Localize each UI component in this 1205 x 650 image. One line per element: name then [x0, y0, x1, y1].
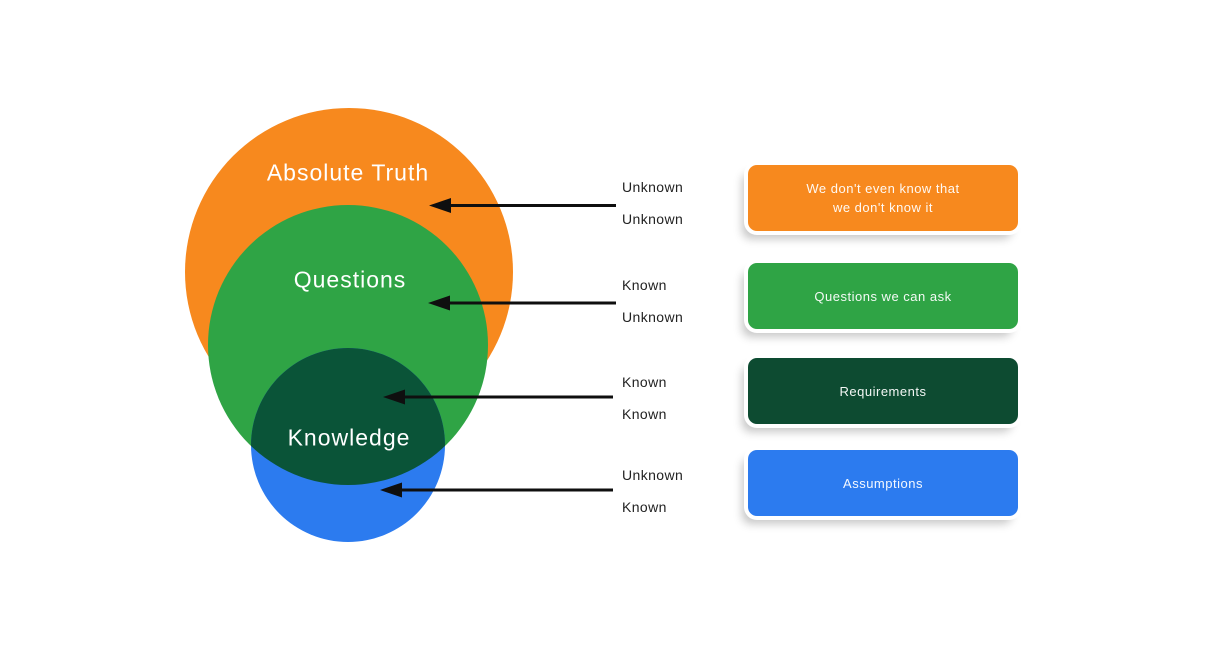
label-questions: Questions	[293, 266, 407, 293]
annotation-unknown-unknown: Unknown Unknown	[622, 171, 683, 235]
label-absolute-truth: Absolute Truth	[266, 159, 430, 186]
card-questions-we-can-ask: Questions we can ask	[748, 263, 1018, 329]
card-text: we don't know it	[832, 200, 934, 215]
arrow-to-assumptions	[380, 482, 613, 498]
annotation-known-unknown: Known Unknown	[622, 269, 683, 333]
annotation-word: Known	[622, 374, 667, 390]
arrowhead-icon	[429, 198, 451, 213]
card-requirements: Requirements	[748, 358, 1018, 424]
annotation-word: Known	[622, 277, 667, 293]
arrowhead-icon	[380, 482, 402, 498]
card-text: We don't even know that	[806, 181, 960, 196]
annotation-word: Known	[622, 499, 667, 515]
annotation-known-known: Known Known	[622, 366, 667, 430]
annotation-word: Unknown	[622, 309, 684, 325]
arrow-to-knowledge	[383, 389, 613, 405]
card-assumptions: Assumptions	[748, 450, 1018, 516]
annotation-word: Known	[622, 406, 667, 422]
card-text: Questions we can ask	[814, 288, 952, 304]
annotation-word: Unknown	[622, 179, 684, 195]
card-unknown-unknown: We don't even know that we don't know it	[748, 165, 1018, 231]
arrow-to-absolute-truth	[429, 198, 616, 213]
card-text: Requirements	[839, 383, 927, 399]
annotation-word: Unknown	[622, 467, 684, 483]
annotation-word: Unknown	[622, 211, 684, 227]
label-knowledge: Knowledge	[287, 424, 411, 451]
card-text: Assumptions	[843, 475, 923, 491]
annotation-unknown-known: Unknown Known	[622, 459, 683, 523]
arrowhead-icon	[383, 389, 405, 405]
arrowhead-icon	[428, 295, 450, 311]
arrow-to-questions	[428, 295, 616, 311]
